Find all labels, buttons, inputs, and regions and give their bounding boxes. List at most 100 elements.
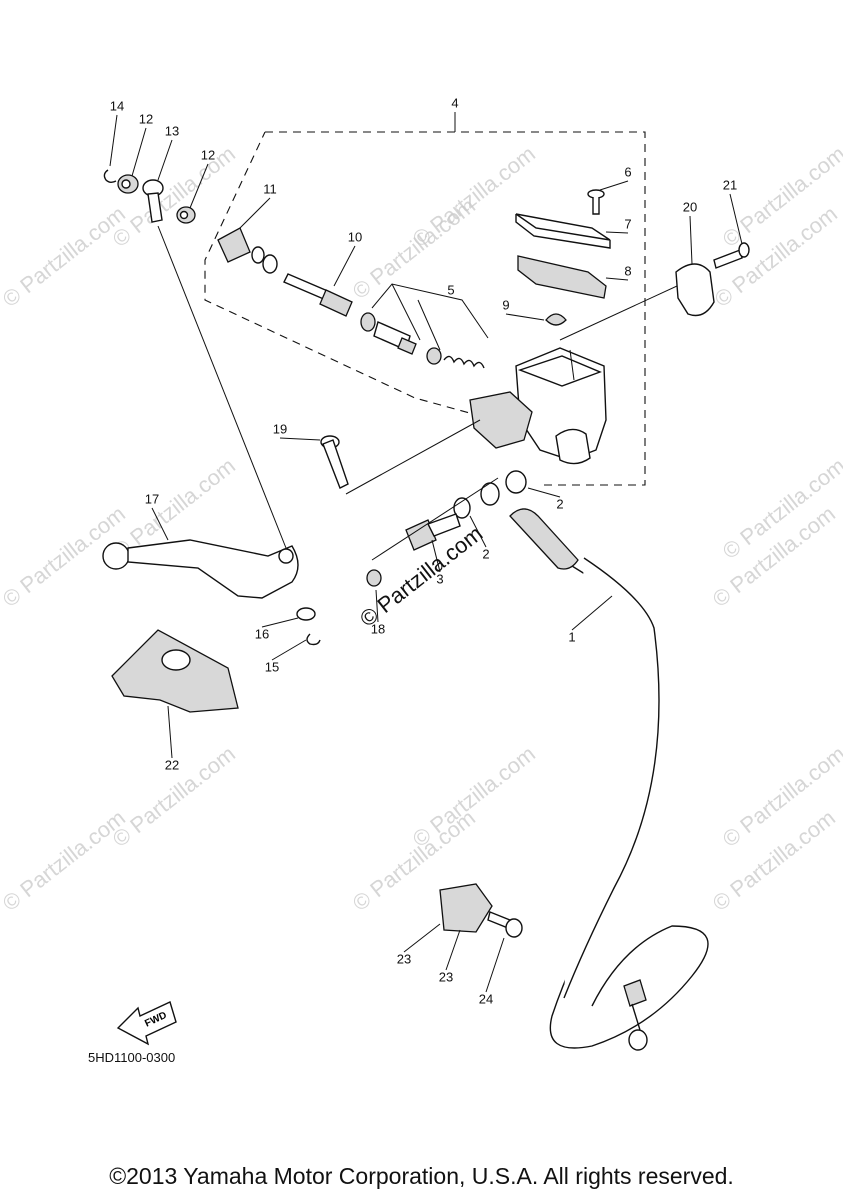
leader-13-to-lever [157,225,287,549]
part-9-grommet [545,313,567,326]
callout-1: 1 [568,629,575,644]
part-3-banjo-bolt [405,513,461,551]
part-21-bolt [713,242,750,269]
part-8-diaphragm [517,255,607,299]
callout-leader-17 [151,507,169,541]
callout-leader-13 [157,139,173,181]
callout-13: 13 [165,123,179,138]
part-16-washer [296,607,316,621]
callout-leader-19 [279,437,321,441]
part-2-washer-3 [480,482,500,506]
callout-18: 18 [371,621,385,636]
callout-20: 20 [683,199,697,214]
leader-18-line [371,477,499,561]
part-22-lever-cover [111,629,239,713]
watermark-text: © Partzilla.com [408,741,540,852]
part-15-clip [306,633,321,646]
callout-leader-12 [131,127,147,177]
callout-leader-8 [605,277,629,281]
part-24-bolt [487,911,523,938]
callout-9: 9 [502,297,509,312]
callout-11: 11 [263,181,277,196]
watermark-text: © Partzilla.com [408,141,540,252]
callout-leader-24 [485,937,505,993]
callout-12: 12 [139,111,153,126]
callout-10: 10 [348,229,362,244]
callout-leader-7 [605,231,629,234]
copyright-notice: ©2013 Yamaha Motor Corporation, U.S.A. A… [109,1163,734,1189]
callout-23: 23 [439,969,453,984]
callout-leader-12 [189,163,209,209]
callout-19: 19 [273,421,287,436]
callout-17: 17 [145,491,159,506]
leader-19-to-body [345,419,481,495]
callout-leader-14 [109,114,118,167]
part-13-pivot-bolt [142,179,164,223]
callout-leader-23 [445,929,461,971]
part-23-hose-guide [439,883,493,933]
callout-2: 2 [556,496,563,511]
callout-23: 23 [397,951,411,966]
callout-5: 5 [447,282,454,297]
callout-8: 8 [624,263,631,278]
part-12-nut [117,174,139,194]
callout-leader-2 [527,487,561,498]
part-12-nut-2 [176,206,196,224]
callout-leader-21 [729,193,743,245]
leader-9-to-body [569,349,575,381]
callout-leader-11 [239,197,271,229]
part-14-clip [103,169,117,183]
callout-15: 15 [265,659,279,674]
callout-leader-10 [333,245,356,287]
part-6-screw [587,189,605,215]
callout-layer: 1223456789101112121314151617181920212223… [110,95,737,1006]
callout-22: 22 [165,757,179,772]
callout-leader-22 [167,705,173,759]
callout-leader-23 [403,923,441,953]
part-11-boot [217,227,251,263]
callout-7: 7 [624,216,631,231]
part-2-washer-2 [453,497,471,519]
part-20-clamp [675,263,715,317]
callout-leader-6 [599,180,629,191]
callout-3: 3 [436,571,443,586]
callout-14: 14 [110,98,124,113]
callout-6: 6 [624,164,631,179]
part-19-pin [320,435,349,489]
leader-5-arms [391,283,441,351]
watermark-text: © Partzilla.com [0,805,130,916]
part-ring-a [251,246,265,264]
part-18-ring [366,569,382,587]
callout-21: 21 [723,177,737,192]
callout-4: 4 [451,95,458,110]
part-22-cover-boss [161,649,191,671]
part-10-push-rod [283,273,353,317]
callout-leader-16 [261,617,299,628]
leader-5-bracket [371,283,489,339]
part-2-washer [505,470,527,494]
part-17-lever [102,539,299,599]
watermark-text: © Partzilla.com [708,805,840,916]
watermark-text: © Partzilla.com [108,141,240,252]
callout-leaders [109,114,743,993]
callout-leader-18 [375,589,379,623]
leader-20-to-body [559,279,691,341]
callout-leader-3 [431,539,441,573]
watermark-text: © Partzilla.com [718,141,843,252]
master-cylinder-body [469,347,607,465]
callout-2: 2 [482,546,489,561]
callout-leader-1 [571,595,613,631]
part-7-cap [515,213,611,249]
callout-leader-2 [469,515,487,548]
watermark-text: © Partzilla.com [0,201,130,312]
callout-leader-20 [689,215,693,265]
callout-12: 12 [201,147,215,162]
part-ring-b [262,254,278,274]
callout-leader-9 [505,313,545,321]
diagram-code: 5HD1100-0300 [88,1050,176,1065]
fwd-arrow-icon: FWD [116,1001,177,1046]
part-1-hose [509,508,709,1051]
callout-16: 16 [255,626,269,641]
callout-leader-15 [271,639,307,661]
